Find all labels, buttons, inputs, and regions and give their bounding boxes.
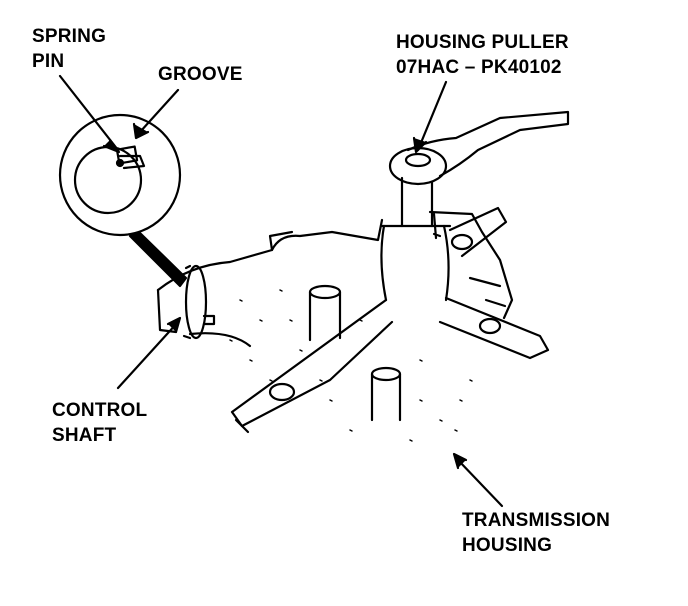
leader-housing-puller xyxy=(412,80,448,154)
label-groove: GROOVE xyxy=(158,62,243,87)
control-shaft xyxy=(182,264,216,340)
label-spring-pin: SPRING PIN xyxy=(32,24,106,74)
housing-body xyxy=(156,210,514,442)
label-housing-puller-line1: HOUSING PULLER xyxy=(396,32,569,53)
label-housing-puller: HOUSING PULLER 07HAC – PK40102 xyxy=(396,30,569,80)
label-spring-pin-line1: SPRING xyxy=(32,26,107,47)
label-transmission-housing-line1: TRANSMISSION xyxy=(462,510,611,531)
leader-groove xyxy=(132,88,180,140)
detail-inset-circle xyxy=(58,113,182,237)
detail-callout-wedge xyxy=(128,231,188,288)
leader-transmission-housing xyxy=(452,452,504,508)
label-groove-text: GROOVE xyxy=(158,64,243,85)
label-control-shaft: CONTROL SHAFT xyxy=(52,398,147,448)
leader-spring-pin xyxy=(58,74,121,154)
label-control-shaft-line1: CONTROL xyxy=(52,400,148,421)
label-transmission-housing: TRANSMISSION HOUSING xyxy=(462,508,610,558)
leader-control-shaft xyxy=(116,316,182,390)
label-transmission-housing-line2: HOUSING xyxy=(462,535,553,556)
label-housing-puller-line2: 07HAC – PK40102 xyxy=(396,57,562,78)
label-control-shaft-line2: SHAFT xyxy=(52,425,117,446)
label-spring-pin-line2: PIN xyxy=(32,51,65,72)
